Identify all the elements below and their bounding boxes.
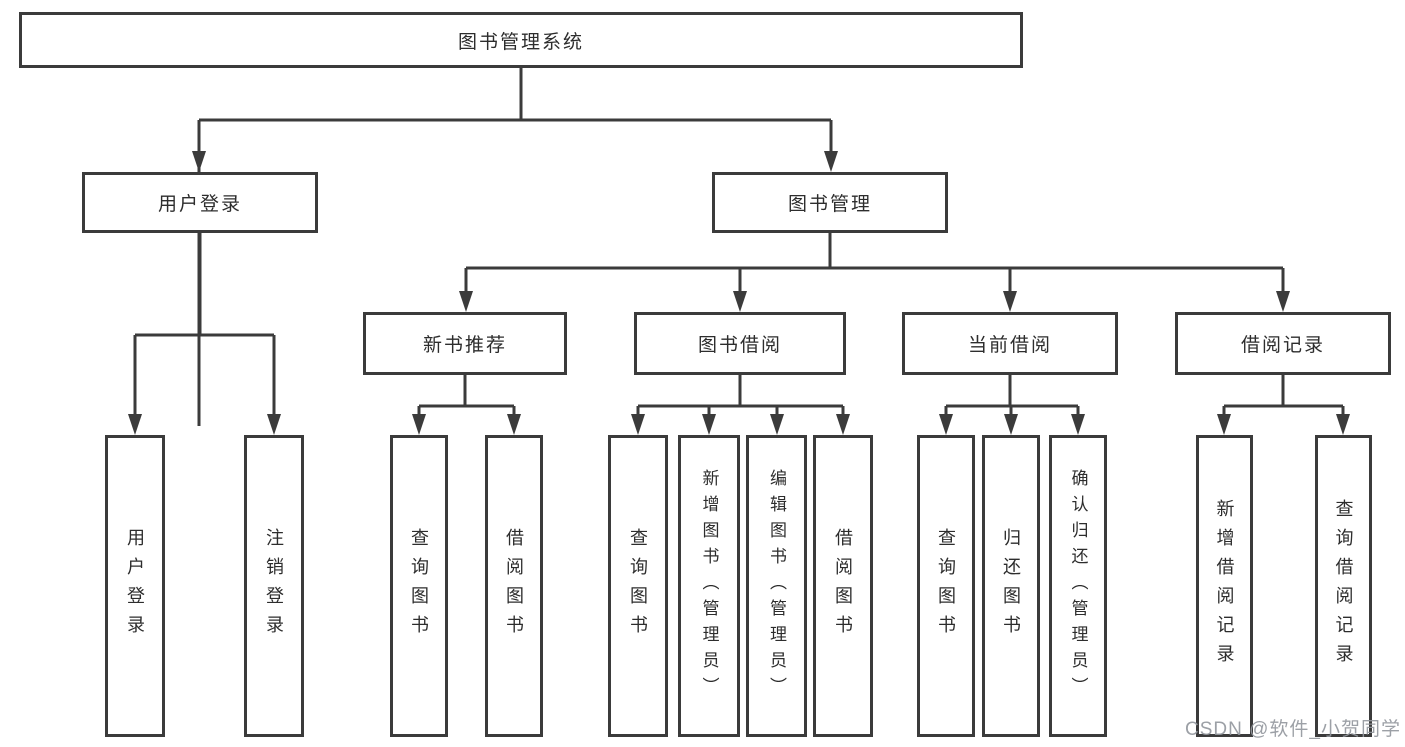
node-current-borrowing: 当前借阅 bbox=[902, 312, 1118, 375]
leaf-records-query-record: 查询借阅记录 bbox=[1315, 435, 1372, 737]
leaf-label: 查询图书 bbox=[409, 528, 429, 644]
node-book-borrowing: 图书借阅 bbox=[634, 312, 846, 375]
node-new-book-recommend: 新书推荐 bbox=[363, 312, 567, 375]
node-label: 新书推荐 bbox=[422, 335, 507, 356]
leaf-label: 新增借阅记录 bbox=[1214, 499, 1235, 673]
csdn-watermark: CSDN @软件_小贺同学 bbox=[1185, 719, 1401, 740]
leaf-label: 新增图书（管理员） bbox=[699, 469, 719, 703]
leaf-label: 借阅图书 bbox=[833, 528, 853, 644]
leaf-current-query-books: 查询图书 bbox=[917, 435, 975, 737]
node-borrowing-records: 借阅记录 bbox=[1175, 312, 1391, 375]
leaf-label: 查询借阅记录 bbox=[1333, 499, 1354, 673]
leaf-logout: 注销登录 bbox=[244, 435, 304, 737]
node-label: 当前借阅 bbox=[967, 335, 1052, 356]
leaf-label: 编辑图书（管理员） bbox=[767, 469, 786, 703]
leaf-label: 查询图书 bbox=[936, 528, 956, 644]
node-label: 借阅记录 bbox=[1240, 335, 1325, 356]
node-label: 图书管理系统 bbox=[457, 31, 584, 53]
leaf-user-login: 用户登录 bbox=[105, 435, 165, 737]
leaf-current-return-books: 归还图书 bbox=[982, 435, 1040, 737]
leaf-borrow-add-books-admin: 新增图书（管理员） bbox=[678, 435, 740, 737]
leaf-records-add-record: 新增借阅记录 bbox=[1196, 435, 1253, 737]
leaf-label: 借阅图书 bbox=[504, 528, 524, 644]
leaf-label: 归还图书 bbox=[1001, 528, 1021, 644]
leaf-recommend-borrow-books: 借阅图书 bbox=[485, 435, 543, 737]
leaf-label: 注销登录 bbox=[264, 528, 284, 644]
node-system-root: 图书管理系统 bbox=[19, 12, 1023, 68]
leaf-borrow-borrow-books: 借阅图书 bbox=[813, 435, 873, 737]
leaf-current-confirm-return-admin: 确认归还（管理员） bbox=[1049, 435, 1107, 737]
node-user-login-group: 用户登录 bbox=[82, 172, 318, 233]
node-label: 图书借阅 bbox=[697, 335, 782, 356]
leaf-label: 确认归还（管理员） bbox=[1068, 469, 1088, 703]
node-book-management: 图书管理 bbox=[712, 172, 948, 233]
leaf-label: 用户登录 bbox=[125, 528, 145, 644]
leaf-borrow-edit-books-admin: 编辑图书（管理员） bbox=[746, 435, 807, 737]
leaf-label: 查询图书 bbox=[628, 528, 648, 644]
leaf-recommend-query-books: 查询图书 bbox=[390, 435, 448, 737]
leaf-borrow-query-books: 查询图书 bbox=[608, 435, 668, 737]
node-label: 用户登录 bbox=[157, 194, 242, 215]
node-label: 图书管理 bbox=[787, 194, 872, 215]
